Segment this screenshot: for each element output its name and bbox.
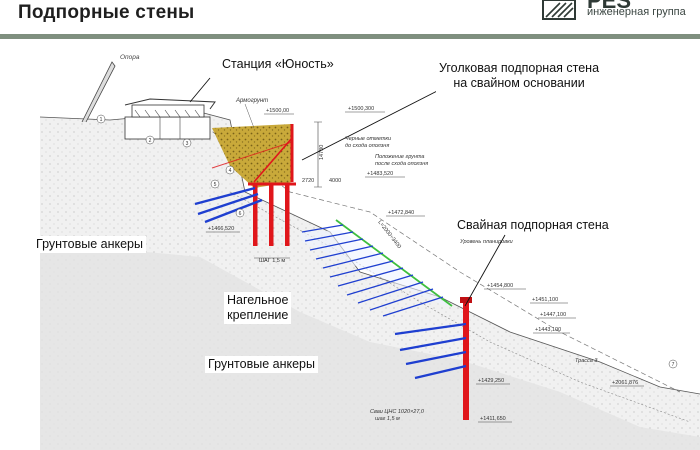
upper-anchor-1: [194, 186, 256, 206]
support-mast: [81, 61, 116, 123]
pile-wall-label: Свайная подпорная стена: [454, 217, 612, 234]
dim-2720-label: 2720: [302, 178, 314, 184]
elevation-1466-520: +1466,520: [208, 226, 234, 232]
angle-wall-pile-3: [285, 184, 290, 246]
angle-wall-label-line2: на свайном основании: [453, 76, 585, 90]
elevation-1451-100: +1451,100: [532, 297, 558, 303]
circle-mark-7: 7: [672, 362, 675, 368]
circle-mark-3: 3: [186, 141, 189, 147]
black-marks-note-1: Черные отметки: [345, 136, 391, 142]
station-label: Станция «Юность»: [219, 56, 337, 73]
circle-mark-2: 2: [149, 138, 152, 144]
armogrunt-label: Армогрунт: [235, 98, 268, 104]
elevation-1500-300: +1500,300: [348, 106, 374, 112]
pile-note-1: Сваи ЦНС 1020×27,0: [370, 409, 425, 415]
pile-wall-cap: [460, 297, 472, 303]
angle-wall-brace: [253, 137, 293, 183]
anchors-bottom-label: Грунтовые анкеры: [205, 356, 318, 373]
circle-mark-5: 5: [214, 182, 217, 188]
wall-red-diagonal: [211, 141, 293, 169]
logo-mark-icon: [542, 0, 576, 20]
angle-wall-label: Уголковая подпорная стена на свайном осн…: [436, 60, 603, 92]
route-note: Трасса 3: [575, 358, 598, 364]
logo-subtitle: инженерная группа: [587, 6, 686, 18]
elevation-1483-520: +1483,520: [367, 171, 393, 177]
lower-ground-anchors: [394, 322, 467, 380]
pile-wall-pile: [463, 300, 469, 420]
height-dimension: [314, 121, 322, 188]
nail-label-line1: Нагельное: [227, 293, 289, 307]
anchors-left-label: Грунтовые анкеры: [33, 236, 146, 253]
circle-mark-1: 1: [100, 117, 103, 123]
reinforced-soil-block: [212, 124, 292, 188]
lower-ground: [40, 242, 700, 450]
station-callout-leader: [189, 77, 211, 103]
nail-zone-slope: [300, 230, 450, 306]
black-marks-note-2: до схода оползня: [345, 143, 389, 149]
elevation-1447-100: +1447,100: [540, 312, 566, 318]
upper-anchor-3: [204, 198, 263, 224]
pile-wall-callout-leader: [464, 234, 506, 307]
plan-level-note: Уровень планировки: [459, 239, 513, 245]
height-dimension-label: 14780: [319, 145, 325, 160]
nail-label-line2: крепление: [227, 308, 289, 322]
elevation-1411-650: +1411,650: [480, 416, 506, 422]
station-building: [124, 98, 216, 140]
support-label: Опора: [120, 54, 140, 61]
circle-mark-6: 6: [239, 211, 242, 217]
angle-wall-pile-2: [269, 184, 274, 246]
nail-label: Нагельное крепление: [224, 292, 292, 324]
elevation-1472-840: +1472,840: [388, 210, 414, 216]
elevation-ticks: [206, 111, 644, 423]
elevation-1429-250: +1429,250: [478, 378, 504, 384]
pile-note-2: шаг 1,5 м: [375, 416, 400, 422]
angle-wall-callout-leader: [301, 86, 446, 161]
angle-wall-label-line1: Уголковая подпорная стена: [439, 61, 600, 75]
ground-position-note-1: Положение грунта: [375, 154, 424, 160]
original-ground-line: [199, 121, 681, 393]
elevation-1500-00: +1500,00: [266, 108, 289, 114]
soil-nails: [301, 224, 444, 317]
elevation-1443-100: +1443,100: [535, 327, 561, 333]
title-divider: [0, 34, 700, 39]
elevation-marks: +1500,00 +1500,300 +1483,520 +1472,840 +…: [208, 106, 638, 422]
upper-anchor-2: [197, 192, 259, 216]
logo-abbreviation: PES: [587, 0, 632, 13]
page-title: Подпорные стены: [18, 2, 195, 23]
spacing-label: ШАГ 1,5 м: [259, 258, 285, 264]
circle-marks: 1 2 3 4 5 6 7: [96, 114, 678, 369]
dim-4000-label: 4000: [329, 178, 341, 184]
circle-mark-4: 4: [229, 168, 232, 174]
elevation-2061-876: +2061,876: [612, 380, 638, 386]
elevation-1454-800: +1454,800: [487, 283, 513, 289]
ground-position-note-2: после схода оползня: [375, 161, 428, 167]
armogrunt-leader: [244, 103, 255, 129]
angle-wall-pile-1: [253, 184, 258, 246]
company-logo: PES инженерная группа: [542, 0, 700, 26]
